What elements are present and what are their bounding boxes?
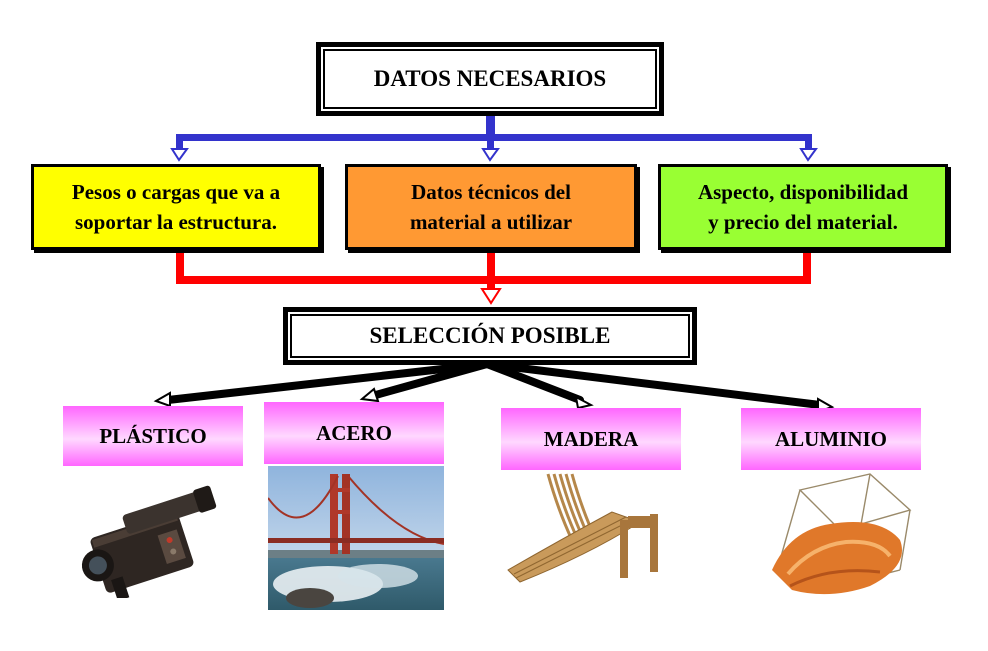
seleccion-posible-box: SELECCIÓN POSIBLE <box>283 307 697 365</box>
blue-connector <box>176 114 812 151</box>
input-box-appearance-price: Aspecto, disponibilidad y precio del mat… <box>658 164 948 250</box>
material-label-acero: ACERO <box>264 402 444 464</box>
input-box-technical-data-line2: material a utilizar <box>409 210 573 234</box>
red-arrowhead <box>480 288 502 305</box>
datos-necesarios-title: DATOS NECESARIOS <box>373 66 607 91</box>
input-box-appearance-price-line2: y precio del material. <box>708 210 898 234</box>
input-box-loads-line1: Pesos o cargas que va a <box>71 180 281 204</box>
material-label-madera: MADERA <box>501 408 681 470</box>
bridge-image <box>267 466 445 610</box>
seleccion-posible-title: SELECCIÓN POSIBLE <box>369 323 611 348</box>
aluminium-structure-image <box>760 470 920 602</box>
material-label-aluminio: ALUMINIO <box>741 408 921 470</box>
input-box-technical-data: Datos técnicos del material a utilizar <box>345 164 637 250</box>
input-box-appearance-price-line1: Aspecto, disponibilidad <box>697 180 909 204</box>
material-label-plastico: PLÁSTICO <box>63 406 243 466</box>
wooden-chair-image <box>500 470 680 590</box>
red-connector <box>176 250 811 290</box>
input-box-technical-data-line1: Datos técnicos del <box>411 180 571 204</box>
blue-arrowheads <box>170 148 818 162</box>
video-camera-image <box>70 478 235 602</box>
datos-necesarios-box: DATOS NECESARIOS <box>316 42 664 116</box>
input-box-loads-line2: soportar la estructura. <box>75 210 277 234</box>
black-connector <box>164 360 824 409</box>
input-box-loads: Pesos o cargas que va a soportar la estr… <box>31 164 321 250</box>
